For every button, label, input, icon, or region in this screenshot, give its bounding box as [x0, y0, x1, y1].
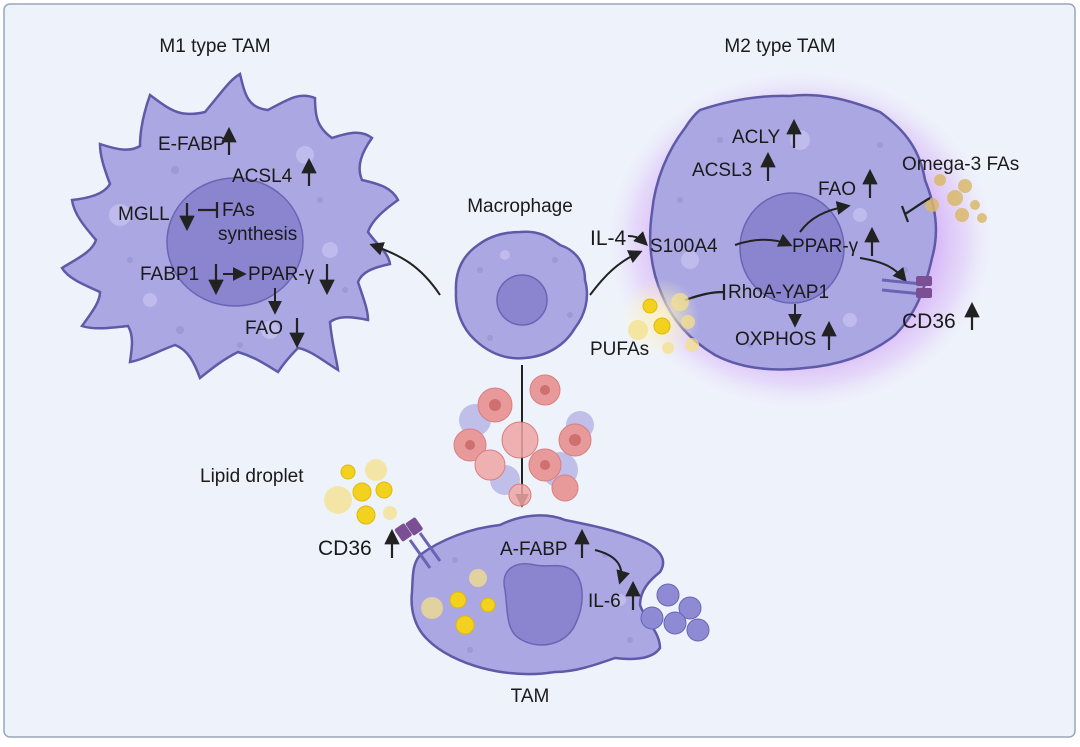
m2-cell — [648, 93, 938, 371]
macrophage-title: Macrophage — [467, 196, 573, 217]
m2-omega3: Omega-3 FAs — [902, 154, 1019, 175]
m1-acsl4: ACSL4 — [232, 166, 293, 187]
m2-omega3-cluster — [925, 174, 987, 223]
m2-cd36-receptor — [881, 276, 932, 298]
macrophage-to-m1-arrow — [369, 242, 441, 296]
m2-omega3-inhibition — [900, 197, 931, 223]
m2-pufas: PUFAs — [590, 339, 649, 360]
m2-fao: FAO — [818, 179, 856, 200]
tam-afabp-to-il6-arrow — [594, 549, 630, 585]
tumor-cluster — [453, 374, 594, 507]
tam-il6: IL-6 — [588, 591, 621, 612]
m2-il4: IL-4 — [590, 227, 627, 250]
tam-cd36: CD36 — [318, 537, 372, 560]
tam-title: TAM — [511, 686, 550, 707]
m1-ppar: PPAR-γ — [248, 264, 315, 285]
m2-il4-to-s100a4-arrow — [627, 231, 648, 246]
m2-ppar-to-fao-arrow — [799, 201, 851, 233]
tam-lipid-cluster — [324, 459, 397, 525]
m2-rhoa: RhoA-YAP1 — [728, 282, 829, 303]
tam-secreted-vesicles — [640, 583, 710, 642]
tam-lipid-label: Lipid droplet — [200, 466, 304, 487]
m1-inhibition-bar — [198, 202, 219, 218]
m2-s100a4-to-ppar-arrow — [734, 233, 793, 247]
m1-efabp: E-FABP — [158, 134, 226, 155]
m1-fabp1: FABP1 — [140, 264, 199, 285]
macrophage-cell — [454, 230, 589, 360]
m2-acly: ACLY — [732, 127, 781, 148]
tam-afabp: A-FABP — [500, 539, 568, 560]
m2-title: M2 type TAM — [724, 36, 835, 57]
m2-oxphos: OXPHOS — [735, 329, 816, 350]
m1-fas: FAs — [222, 200, 255, 221]
m2-pufa-cluster — [620, 278, 700, 358]
macrophage-to-m2-arrow — [589, 250, 643, 296]
m1-synthesis: synthesis — [218, 224, 297, 245]
tam-lipid-droplets — [421, 569, 496, 635]
m2-ppar-to-cd36-arrow — [859, 257, 907, 283]
m1-title: M1 type TAM — [159, 36, 270, 57]
m2-ppar: PPAR-γ — [792, 236, 859, 257]
m2-acsl3: ACSL3 — [692, 160, 752, 181]
m2-s100a4: S100A4 — [650, 236, 718, 257]
m2-cd36: CD36 — [902, 310, 956, 333]
m1-mgll: MGLL — [118, 204, 170, 225]
tam-cell — [410, 514, 665, 676]
m1-fao: FAO — [245, 318, 283, 339]
